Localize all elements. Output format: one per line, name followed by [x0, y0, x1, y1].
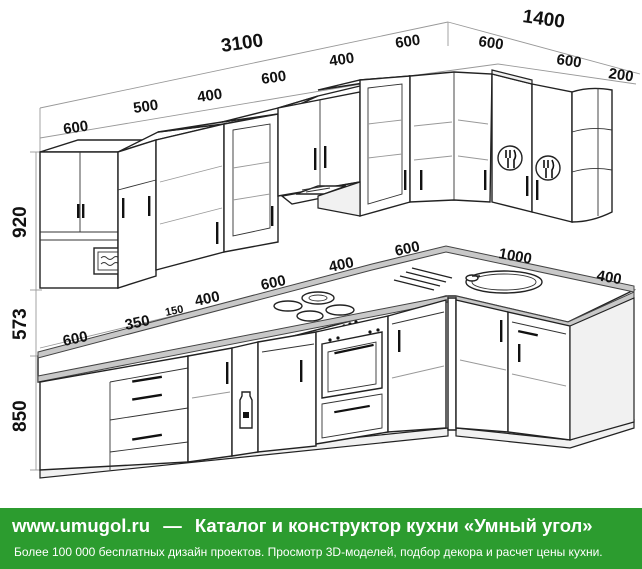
upper-cabinet-glass-2 — [359, 75, 411, 217]
dim-height-base: 850 — [10, 400, 31, 432]
dim-base-right-0: 1000 — [497, 245, 533, 268]
dim-height-upper: 920 — [10, 206, 31, 238]
dim-upper-8: 200 — [607, 65, 634, 85]
base-corner — [447, 297, 457, 431]
dim-height-gap: 573 — [10, 308, 31, 340]
upper-cabinet-2 — [117, 139, 157, 289]
dim-upper-3: 600 — [260, 68, 287, 88]
sink — [465, 270, 543, 294]
base-dishwasher — [257, 331, 317, 453]
dimension-labels: 3100 1400 600 500 400 600 400 600 600 60… — [10, 6, 635, 432]
upper-cabinet-3 — [155, 123, 225, 271]
base-cabinet-400 — [387, 299, 447, 433]
banner-title-line: www.umugol.ru — Каталог и конструктор ку… — [12, 515, 632, 537]
dim-upper-2: 400 — [196, 86, 223, 106]
cooktop — [273, 291, 358, 328]
dim-base-right-1: 400 — [595, 267, 623, 288]
dim-wall-left: 3100 — [220, 30, 265, 57]
banner-dash: — — [163, 515, 182, 536]
base-cabinets — [39, 297, 635, 479]
upper-cabinet-cutlery-2 — [531, 83, 573, 223]
oven-door — [321, 331, 383, 399]
upper-cabinet-hood — [277, 91, 361, 197]
dim-base-1: 350 — [123, 312, 151, 334]
dim-upper-0: 600 — [62, 118, 89, 138]
countertop — [37, 245, 637, 383]
banner-subtitle: Более 100 000 бесплатных дизайн проектов… — [14, 545, 603, 559]
footer-banner: www.umugol.ru — Каталог и конструктор ку… — [0, 508, 642, 569]
base-cabinet-350 — [187, 347, 233, 463]
sink-drainer — [393, 267, 453, 291]
site-link[interactable]: www.umugol.ru — [12, 515, 151, 536]
dim-base-0: 600 — [61, 328, 89, 350]
kitchen-drawing: 3100 1400 600 500 400 600 400 600 600 60… — [10, 6, 641, 479]
dim-upper-5: 600 — [394, 32, 421, 52]
dim-base-3: 400 — [193, 288, 221, 310]
base-corner-door — [455, 299, 509, 433]
banner-title: Каталог и конструктор кухни «Умный угол» — [194, 515, 593, 536]
base-end-panel — [569, 297, 635, 441]
dim-base-5: 400 — [327, 254, 355, 276]
dim-base-2: 150 — [164, 303, 184, 319]
dim-base-6: 600 — [393, 238, 421, 260]
dim-wall-right: 1400 — [521, 6, 566, 33]
base-sink-cabinet — [507, 311, 571, 441]
dim-upper-7: 600 — [555, 51, 582, 71]
dim-base-4: 600 — [259, 272, 287, 294]
bottle-icon — [239, 391, 253, 429]
upper-cabinets — [39, 69, 613, 289]
upper-end-shelf — [571, 87, 613, 223]
dim-upper-6: 600 — [477, 33, 504, 53]
upper-cabinet-glass-1 — [223, 113, 279, 253]
dim-upper-4: 400 — [328, 50, 355, 70]
dim-upper-1: 500 — [132, 97, 159, 117]
